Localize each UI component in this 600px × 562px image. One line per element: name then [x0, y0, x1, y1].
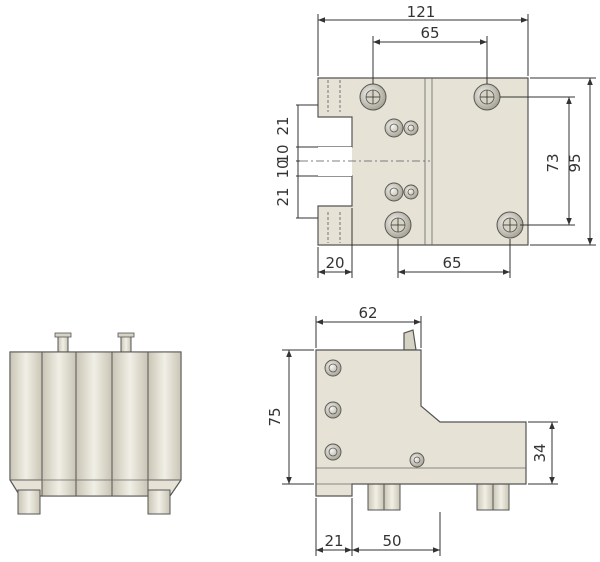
dim-front-width: 62 — [315, 304, 422, 348]
socket-head-screw-icon — [324, 401, 342, 419]
socket-head-screw-icon — [496, 211, 524, 239]
dim-text-21: 21 — [324, 532, 343, 550]
dowel-pin-icon — [384, 118, 419, 138]
dim-text-95: 95 — [566, 153, 584, 172]
dim-text-10-bottom: 10 — [274, 159, 292, 178]
dim-bolt-spacing-top: 65 — [372, 24, 488, 84]
front-view-body — [315, 349, 527, 497]
dim-text-34: 34 — [531, 443, 549, 462]
dim-text-121: 121 — [407, 3, 436, 21]
dim-bolt-spacing-bottom: 65 — [397, 239, 511, 278]
dim-text-65-top: 65 — [420, 24, 439, 42]
coolant-nozzle-icon — [117, 332, 135, 354]
socket-head-screw-icon — [359, 83, 387, 111]
side-view — [9, 332, 182, 515]
dim-text-65-bottom: 65 — [442, 254, 461, 272]
dim-overall-width: 121 — [317, 3, 529, 76]
dowel-pin-icon — [409, 452, 425, 468]
dim-left-offset: 20 — [317, 208, 353, 278]
dim-front-height: 75 — [266, 349, 314, 485]
dim-slot-stack: 21 10 10 21 — [274, 104, 318, 219]
dim-text-20: 20 — [325, 254, 344, 272]
dim-text-21-bottom: 21 — [274, 187, 292, 206]
top-view: 121 65 73 95 20 — [274, 3, 596, 278]
dim-text-21-top: 21 — [274, 116, 292, 135]
front-view: 62 75 34 21 50 — [266, 304, 558, 556]
dim-text-75: 75 — [266, 407, 284, 426]
dim-text-50: 50 — [382, 532, 401, 550]
socket-head-screw-icon — [324, 443, 342, 461]
dim-text-73: 73 — [544, 153, 562, 172]
socket-head-screw-icon — [473, 83, 501, 111]
dim-text-62: 62 — [358, 304, 377, 322]
dim-front-bottom: 21 50 — [315, 498, 441, 556]
socket-head-screw-icon — [324, 359, 342, 377]
dim-heights: 73 95 — [500, 77, 596, 246]
dim-front-step: 34 — [528, 421, 558, 485]
socket-head-screw-icon — [384, 211, 412, 239]
dim-text-10-top: 10 — [274, 144, 292, 163]
coolant-nozzle-icon — [54, 332, 72, 354]
dowel-pin-icon — [384, 182, 419, 202]
